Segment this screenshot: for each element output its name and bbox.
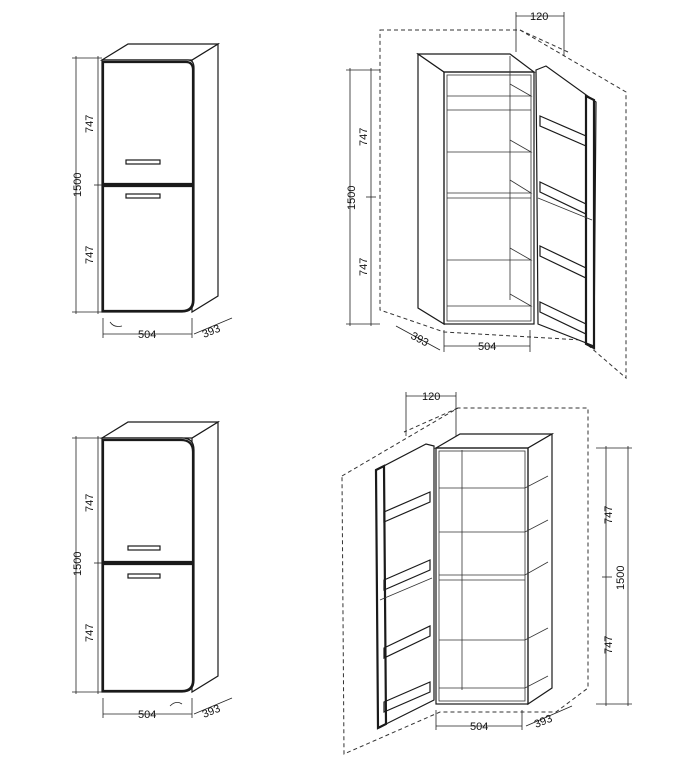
- lower-door-handle: [125, 193, 161, 199]
- dim-lower-height: 747: [84, 246, 96, 264]
- dim-upper-height: 747: [84, 115, 96, 133]
- view-bottom-right-open-cabinet: 120 1500 747 747 504 393: [341, 391, 632, 755]
- dim-upper-height: 747: [358, 128, 370, 146]
- dim-total-height: 1500: [615, 566, 627, 590]
- dim-depth: 393: [201, 703, 223, 721]
- dim-width: 504: [478, 341, 496, 353]
- dim-door-offset: 120: [422, 391, 440, 403]
- view-top-right-open-cabinet: 120 1500 747 747 504 393: [346, 11, 627, 380]
- lower-door-handle: [127, 573, 161, 579]
- upper-door-handle: [127, 545, 161, 551]
- dim-depth: 393: [201, 323, 223, 341]
- view-bottom-left-closed-cabinet: 1500 747 747 504 393: [72, 420, 233, 721]
- dim-lower-height: 747: [84, 624, 96, 642]
- dim-total-height: 1500: [72, 173, 84, 197]
- dim-total-height: 1500: [72, 552, 84, 576]
- dim-width: 504: [138, 329, 156, 341]
- upper-door-handle: [125, 159, 161, 165]
- dim-upper-height: 747: [84, 494, 96, 512]
- dim-door-offset: 120: [530, 11, 548, 23]
- dim-width: 504: [138, 709, 156, 721]
- dim-width: 504: [470, 721, 488, 733]
- dim-total-height: 1500: [346, 186, 358, 210]
- view-top-left-closed-cabinet: 1500 747 747 504 393: [72, 42, 233, 341]
- dim-lower-height: 747: [358, 258, 370, 276]
- dim-lower-height: 747: [603, 636, 615, 654]
- dim-upper-height: 747: [603, 506, 615, 524]
- dim-depth: 393: [409, 330, 431, 349]
